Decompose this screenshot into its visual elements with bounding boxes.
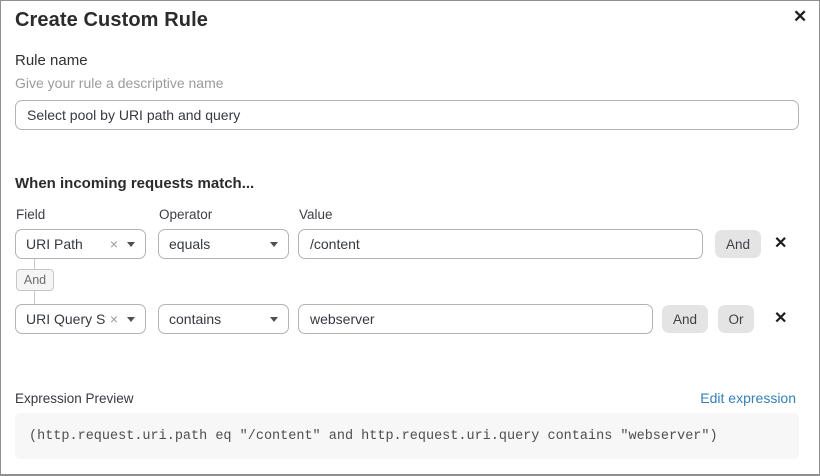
expression-preview-box: (http.request.uri.path eq "/content" and… xyxy=(15,413,799,459)
field-select-row2[interactable]: URI Query St... × xyxy=(15,304,146,334)
add-or-condition-button-row2[interactable]: Or xyxy=(718,305,754,333)
edit-expression-link[interactable]: Edit expression xyxy=(700,390,796,406)
operator-column-label: Operator xyxy=(159,207,213,222)
operator-select-row1[interactable]: equals xyxy=(158,229,289,259)
caret-down-icon xyxy=(127,241,135,247)
caret-down-icon xyxy=(270,241,278,247)
caret-down-icon xyxy=(270,316,278,322)
delete-condition-icon-row2[interactable]: ✕ xyxy=(774,310,788,327)
value-input-row2[interactable] xyxy=(298,304,653,334)
operator-select-row2[interactable]: contains xyxy=(158,304,289,334)
clear-selection-icon[interactable]: × xyxy=(109,236,118,252)
add-and-condition-button-row1[interactable]: And xyxy=(715,230,761,258)
add-and-condition-button-row2[interactable]: And xyxy=(662,305,708,333)
caret-down-icon xyxy=(127,316,135,322)
expression-preview-label: Expression Preview xyxy=(15,391,134,406)
delete-condition-icon-row1[interactable]: ✕ xyxy=(774,235,788,252)
operator-select-row2-value: contains xyxy=(169,311,222,327)
rule-name-helper-text: Give your rule a descriptive name xyxy=(15,75,224,91)
and-connector-badge: And xyxy=(16,269,54,291)
connector-line xyxy=(34,291,35,304)
connector-line xyxy=(34,259,35,269)
value-column-label: Value xyxy=(299,207,333,222)
rule-name-input[interactable] xyxy=(15,100,799,130)
field-column-label: Field xyxy=(16,207,46,222)
clear-selection-icon[interactable]: × xyxy=(109,311,118,327)
expression-code: (http.request.uri.path eq "/content" and… xyxy=(29,428,718,444)
dialog-title: Create Custom Rule xyxy=(15,9,208,31)
value-input-row1[interactable] xyxy=(298,229,703,259)
rule-name-label: Rule name xyxy=(15,52,88,69)
field-select-row1[interactable]: URI Path × xyxy=(15,229,146,259)
match-section-heading: When incoming requests match... xyxy=(15,175,255,192)
field-select-row1-value: URI Path xyxy=(26,236,83,252)
operator-select-row1-value: equals xyxy=(169,236,211,252)
close-icon[interactable]: ✕ xyxy=(793,7,808,26)
field-select-row2-value: URI Query St... xyxy=(26,311,106,327)
